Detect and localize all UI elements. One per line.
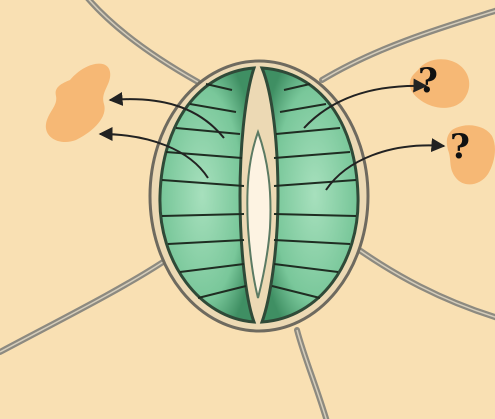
marker-upper-right: ?: [418, 61, 438, 101]
marker-lower-right: ?: [450, 127, 470, 167]
